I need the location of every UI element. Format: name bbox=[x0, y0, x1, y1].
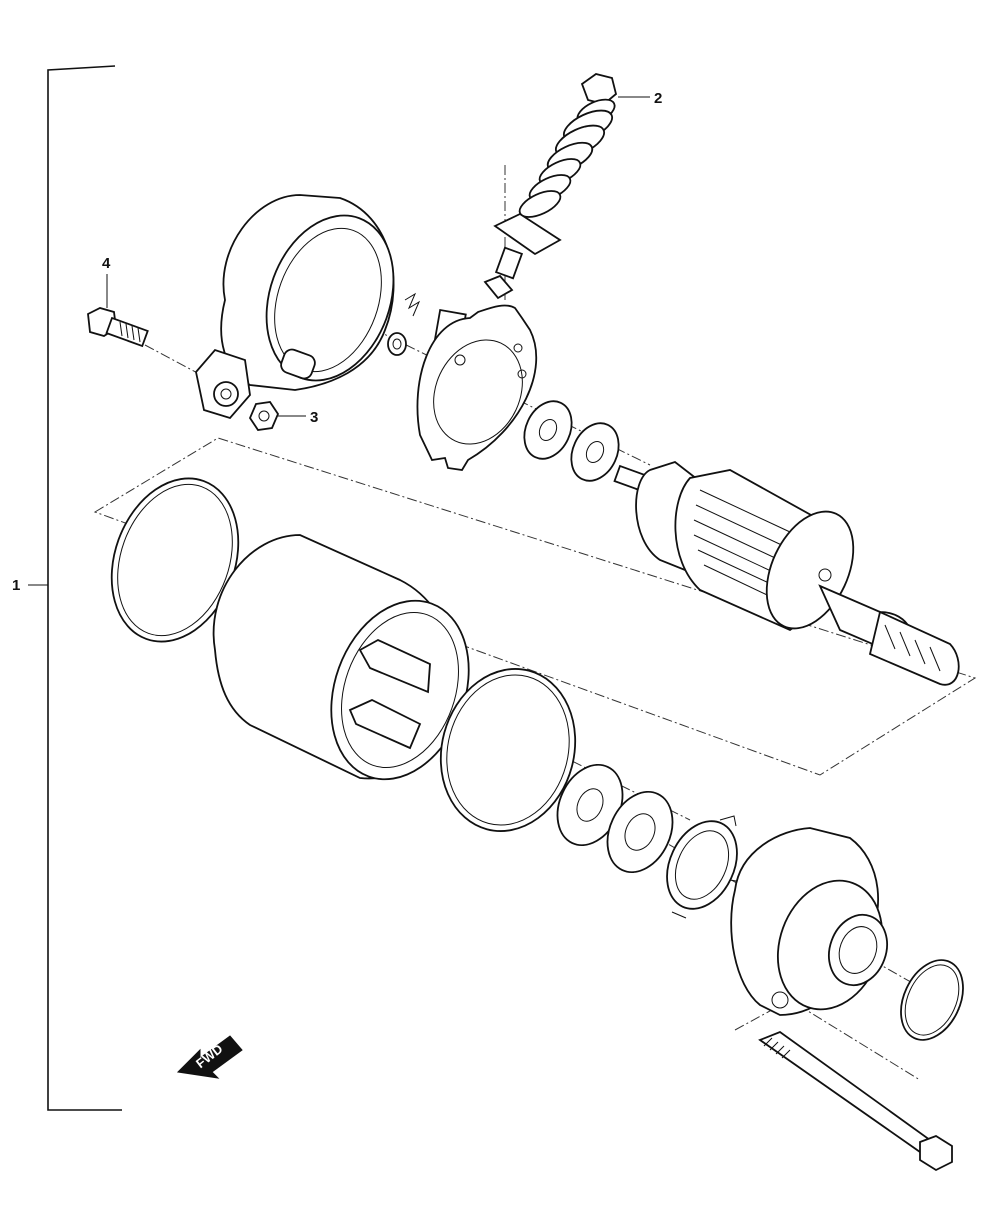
lock-washer[interactable] bbox=[654, 810, 751, 920]
assembly-bracket bbox=[28, 65, 122, 1111]
through-bolt[interactable] bbox=[758, 1030, 953, 1172]
thrust-washers-front[interactable] bbox=[545, 754, 685, 882]
fwd-direction-arrow: FWD bbox=[176, 1035, 243, 1079]
yoke-housing[interactable] bbox=[212, 534, 493, 799]
callout-4-label: 4 bbox=[102, 255, 111, 272]
front-cover[interactable] bbox=[730, 827, 899, 1024]
callout-1[interactable]: 1 bbox=[12, 577, 20, 594]
brush-plate[interactable] bbox=[416, 304, 539, 471]
o-ring-front[interactable] bbox=[423, 654, 593, 847]
callout-1-label: 1 bbox=[12, 577, 20, 594]
armature[interactable] bbox=[613, 460, 960, 686]
thrust-washers-rear[interactable] bbox=[515, 394, 627, 489]
callout-3[interactable]: 3 bbox=[278, 409, 318, 426]
brush-spring[interactable] bbox=[387, 292, 421, 356]
bolt-part-4[interactable] bbox=[87, 307, 149, 348]
terminal-bolt-part-2[interactable] bbox=[483, 73, 618, 300]
callout-4[interactable]: 4 bbox=[102, 255, 111, 308]
callout-2-label: 2 bbox=[654, 90, 662, 107]
o-ring-small[interactable] bbox=[889, 950, 975, 1050]
callout-2[interactable]: 2 bbox=[618, 90, 662, 107]
nut-part-3[interactable] bbox=[248, 401, 280, 431]
rear-cover[interactable] bbox=[195, 194, 415, 420]
callout-3-label: 3 bbox=[310, 409, 318, 426]
